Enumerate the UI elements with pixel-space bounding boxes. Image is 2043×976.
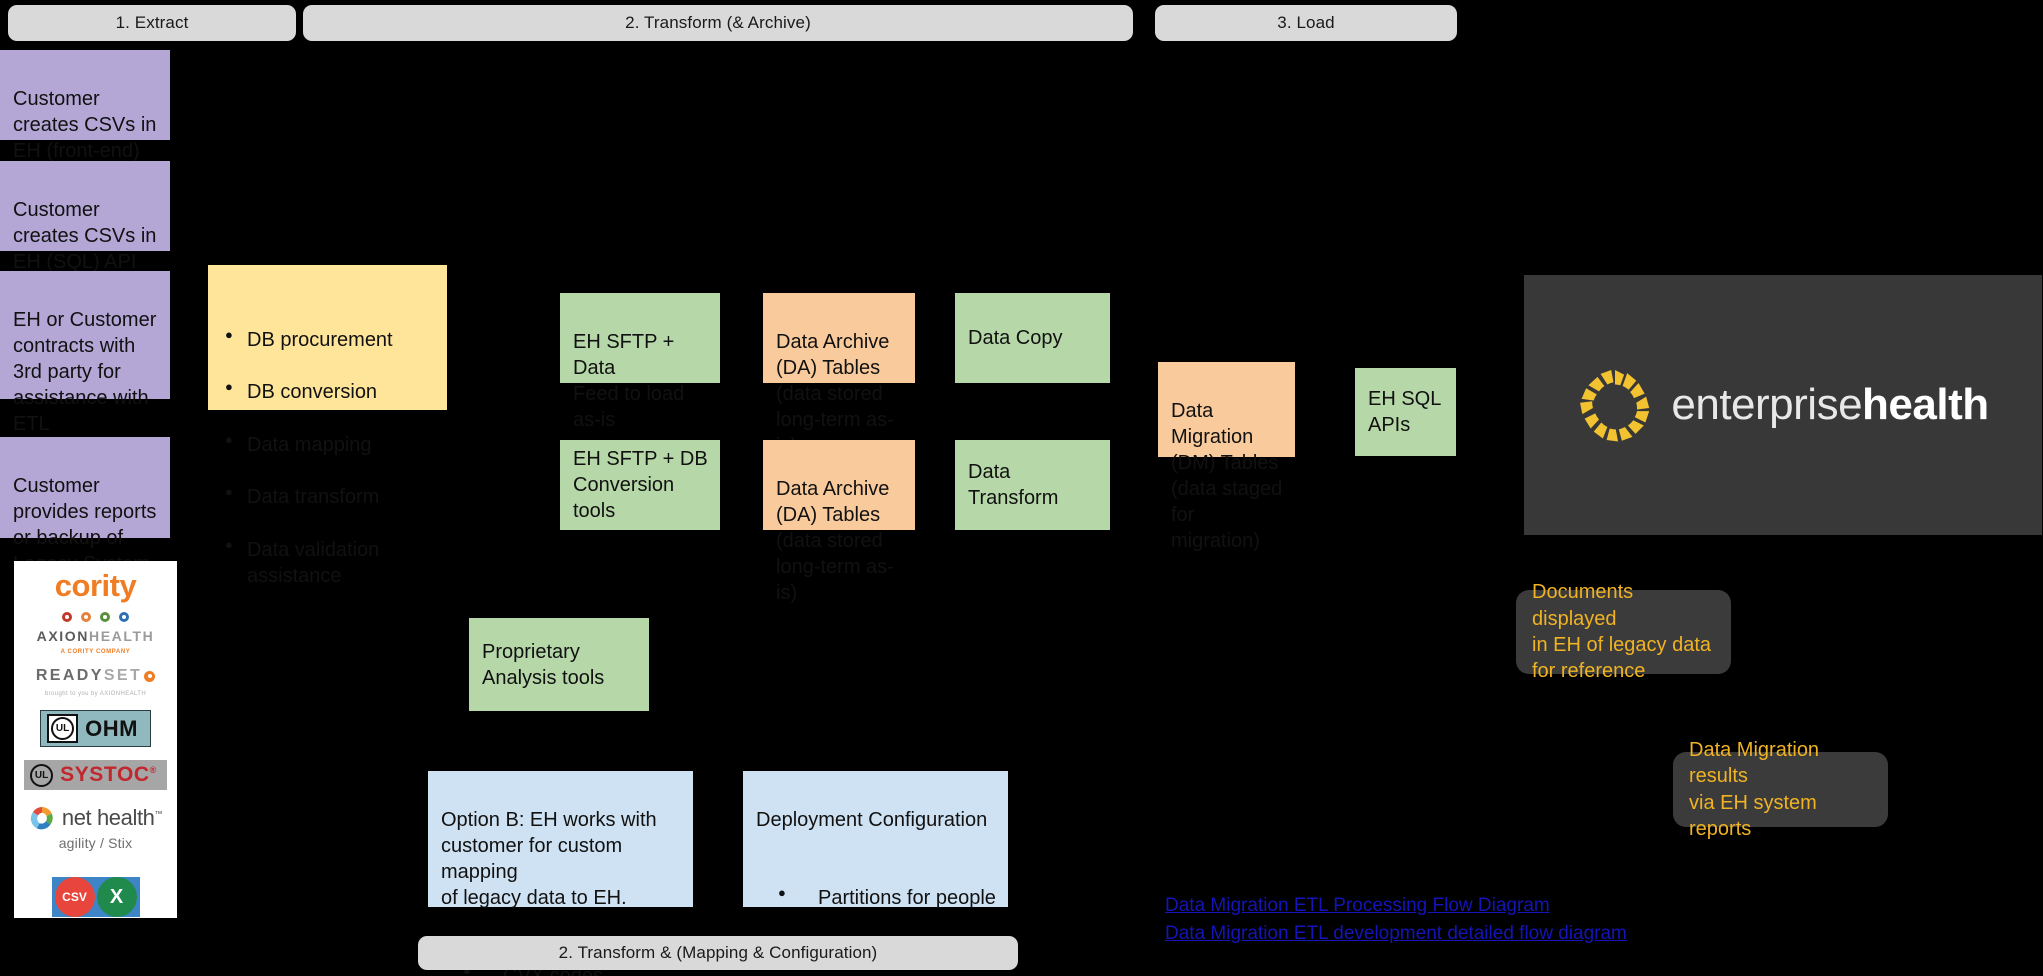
extract-step-third-party-text: EH or Customer contracts with 3rd party … [13, 309, 157, 435]
load-box-dm-tables[interactable]: Data Migration (DM) Tables (data staged … [1158, 362, 1295, 552]
transform-box-data-archive-2[interactable]: Data Archive (DA) Tables (data stored lo… [763, 440, 915, 604]
transform-box-data-archive-2-text: Data Archive (DA) Tables (data stored lo… [776, 478, 894, 604]
net-health-logo-text: net health™ [61, 805, 163, 830]
etl-services-item: Data mapping [221, 431, 435, 458]
dark-note-documents-displayed-text: Documents displayed in EH of legacy data… [1532, 581, 1711, 683]
transform-box-sftp-data-feed-text: EH SFTP + Data Feed to load as-is [573, 331, 685, 431]
axionhealth-logo-light: HEALTH [89, 628, 155, 644]
extract-step-legacy-backup-text: Customer provides reports or backup of L… [13, 475, 157, 575]
transform-box-data-copy[interactable]: Data Copy [955, 293, 1110, 383]
readyset-logo-light: SET [103, 667, 143, 684]
excel-file-icon: X [96, 877, 137, 917]
dark-note-dm-results[interactable]: Data Migration results via EH system rep… [1673, 739, 1888, 840]
ul-ohm-logo: UL OHM [40, 710, 151, 747]
brand-word-enterprise: enterprise [1671, 380, 1863, 429]
etl-services-item: DB procurement [221, 326, 435, 353]
phase-pill-transform-mapping-label: 2. Transform & (Mapping & Configuration) [558, 943, 878, 962]
mapping-box-option-b-heading: Option B: EH works with customer for cus… [441, 809, 657, 909]
load-box-eh-sql-apis-text: EH SQL APIs [1368, 388, 1442, 436]
csv-file-icon: CSV [54, 877, 95, 917]
readyset-dot-icon [144, 670, 156, 682]
enterprise-health-brand-panel: enterprisehealth [1524, 275, 2042, 535]
etl-services-box[interactable]: DB procurement DB conversion Data mappin… [208, 265, 447, 587]
phase-pill-transform[interactable]: 2. Transform (& Archive) [303, 5, 1133, 41]
etl-services-item: Data validation assistance [221, 536, 435, 590]
transform-box-sftp-data-feed[interactable]: EH SFTP + Data Feed to load as-is [560, 293, 720, 431]
extract-step-third-party[interactable]: EH or Customer contracts with 3rd party … [0, 271, 170, 435]
ul-circle-icon: UL [51, 717, 75, 740]
readyset-tagline: brought to you by AXIONHEALTH [44, 691, 147, 697]
diagram-links: Data Migration ETL Processing Flow Diagr… [1165, 892, 1635, 947]
transform-box-data-transform-text: Data Transform [968, 461, 1059, 509]
enterprise-health-wordmark: enterprisehealth [1671, 380, 1989, 430]
transform-box-data-transform[interactable]: Data Transform [955, 440, 1110, 530]
net-health-ring-icon [30, 806, 53, 830]
phase-pill-transform-label: 2. Transform (& Archive) [625, 13, 811, 32]
mapping-box-deployment-heading: Deployment Configuration [756, 809, 988, 831]
load-box-eh-sql-apis[interactable]: EH SQL APIs [1355, 368, 1456, 456]
load-box-dm-tables-text: Data Migration (DM) Tables (data staged … [1171, 400, 1283, 552]
extract-step-legacy-backup[interactable]: Customer provides reports or backup of L… [0, 437, 170, 575]
axionhealth-logo: AXIONHEALTH [37, 628, 155, 644]
phase-pill-extract-label: 1. Extract [115, 13, 189, 32]
dark-note-dm-results-text: Data Migration results via EH system rep… [1689, 738, 1820, 840]
link-etl-processing-flow[interactable]: Data Migration ETL Processing Flow Diagr… [1165, 895, 1550, 916]
axion-dots-icon [62, 612, 129, 622]
dark-note-documents-displayed[interactable]: Documents displayed in EH of legacy data… [1516, 581, 1731, 682]
ohm-logo-text: OHM [85, 715, 138, 741]
axionhealth-tagline: A CORITY COMPANY [60, 649, 131, 655]
mapping-box-deployment-configuration[interactable]: Deployment Configuration Partitions for … [743, 771, 1008, 961]
ul-mark-icon: UL [47, 714, 79, 743]
phase-pill-load-label: 3. Load [1277, 13, 1335, 32]
systoc-logo-text: SYSTOC® [60, 763, 157, 786]
transform-box-proprietary-tools[interactable]: Proprietary Analysis tools [469, 618, 649, 711]
net-health-tagline: agility / Stix [58, 835, 133, 851]
axionhealth-logo-bold: AXION [36, 628, 89, 644]
transform-box-sftp-db-conversion-text: EH SFTP + DB Conversion tools [573, 448, 708, 522]
phase-pill-extract[interactable]: 1. Extract [8, 5, 296, 41]
etl-services-item: DB conversion [221, 378, 435, 405]
etl-services-item: Data transform [221, 483, 435, 510]
phase-pill-load[interactable]: 3. Load [1155, 5, 1457, 41]
phase-pill-transform-mapping[interactable]: 2. Transform & (Mapping & Configuration) [418, 936, 1018, 970]
file-format-icons: CSV X [51, 877, 140, 917]
transform-box-data-archive-1-text: Data Archive (DA) Tables (data stored lo… [776, 331, 894, 457]
extract-step-csv-frontend[interactable]: Customer creates CSVs in EH (front-end) … [0, 50, 170, 188]
mapping-box-deployment-item: Partitions for people [756, 884, 996, 911]
cority-logo: cority [54, 568, 137, 603]
net-health-logo: net health™ [29, 805, 163, 831]
enterprise-health-sun-icon [1580, 370, 1650, 442]
etl-services-list: DB procurement DB conversion Data mappin… [221, 301, 435, 615]
mapping-box-option-b[interactable]: Option B: EH works with customer for cus… [428, 771, 693, 976]
ul-systoc-logo: UL SYSTOC® [24, 760, 167, 790]
link-etl-detailed-flow[interactable]: Data Migration ETL development detailed … [1165, 922, 1627, 944]
brand-word-health: health [1862, 380, 1989, 429]
ul-circle-icon-systoc: UL [30, 763, 54, 787]
transform-box-data-copy-text: Data Copy [968, 327, 1063, 349]
transform-box-data-archive-1[interactable]: Data Archive (DA) Tables (data stored lo… [763, 293, 915, 457]
transform-box-proprietary-tools-text: Proprietary Analysis tools [482, 640, 605, 689]
readyset-logo-bold: READY [35, 667, 104, 684]
extract-step-csv-sql[interactable]: Customer creates CSVs in EH (SQL) API fo… [0, 161, 170, 299]
legacy-vendor-logo-strip: cority AXIONHEALTH A CORITY COMPANY READ… [14, 561, 177, 918]
transform-box-sftp-db-conversion[interactable]: EH SFTP + DB Conversion tools [560, 440, 720, 530]
